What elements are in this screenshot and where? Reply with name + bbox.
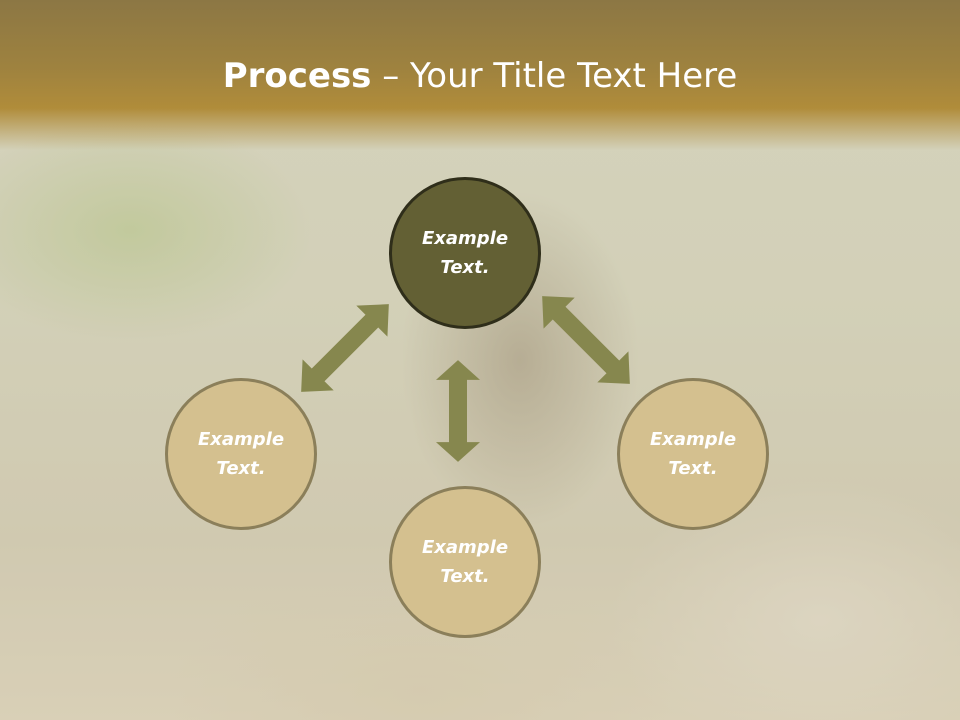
node-right-label: Example Text. xyxy=(649,429,737,479)
node-left-label: Example Text. xyxy=(197,429,285,479)
process-node-left[interactable]: Example Text. xyxy=(165,378,317,530)
title-rest: – Your Title Text Here xyxy=(371,56,738,96)
arrow-left-diagonal xyxy=(285,288,405,408)
title-bold: Process xyxy=(222,56,372,96)
process-node-bottom[interactable]: Example Text. xyxy=(389,486,541,638)
process-node-top[interactable]: Example Text. xyxy=(389,177,541,329)
node-top-label: Example Text. xyxy=(421,228,509,278)
title-band xyxy=(0,0,960,150)
arrow-right-diagonal xyxy=(526,280,646,400)
arrow-vertical xyxy=(436,360,480,462)
process-node-right[interactable]: Example Text. xyxy=(617,378,769,530)
slide-title[interactable]: Process – Your Title Text Here xyxy=(0,54,960,98)
node-bottom-label: Example Text. xyxy=(421,537,509,587)
